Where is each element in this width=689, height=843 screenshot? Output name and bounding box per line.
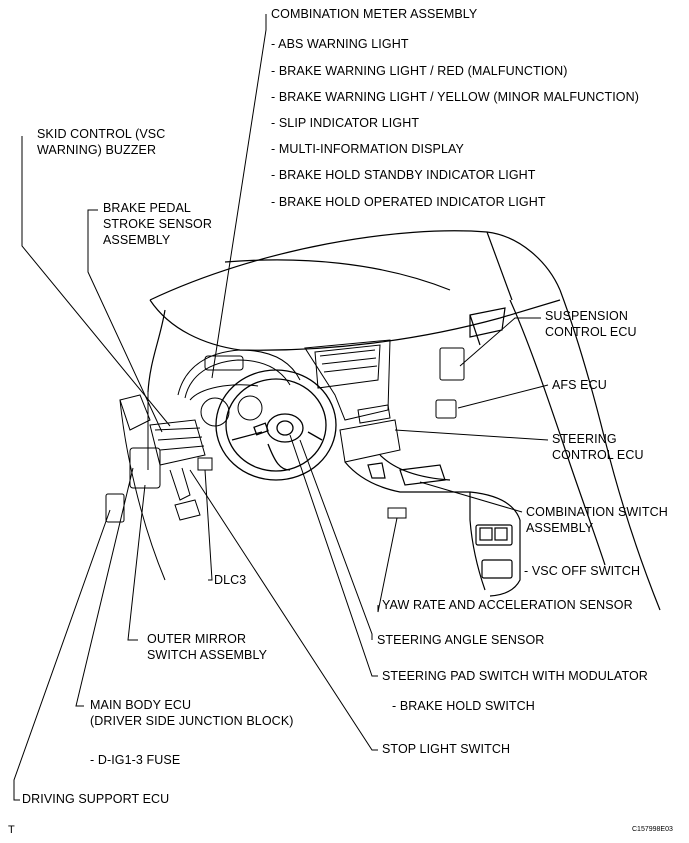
label-steering-pad-switch: STEERING PAD SWITCH WITH MODULATOR bbox=[382, 669, 648, 683]
leader-afs bbox=[457, 384, 549, 409]
label-outer-mirror-line2: SWITCH ASSEMBLY bbox=[147, 648, 268, 662]
label-brake-pedal-line2: STROKE SENSOR bbox=[103, 217, 212, 231]
label-brake-pedal-line3: ASSEMBLY bbox=[103, 233, 171, 247]
label-combination-switch-line1: COMBINATION SWITCH bbox=[526, 505, 668, 519]
leader-stop-light bbox=[189, 469, 378, 751]
leader-combination-meter bbox=[211, 14, 267, 379]
label-dlc3: DLC3 bbox=[214, 573, 247, 587]
label-afs-ecu: AFS ECU bbox=[552, 378, 607, 392]
figure-code: C157998E03 bbox=[632, 826, 673, 833]
center-stack bbox=[304, 339, 401, 463]
leader-dlc3 bbox=[204, 469, 213, 581]
label-brake-warning-red: - BRAKE WARNING LIGHT / RED (MALFUNCTION… bbox=[271, 64, 568, 78]
label-combination-switch-line2: ASSEMBLY bbox=[526, 521, 594, 535]
corner-mark: T bbox=[8, 824, 15, 836]
dlc3-box bbox=[197, 457, 213, 471]
label-steering-control-line2: CONTROL ECU bbox=[552, 448, 644, 462]
label-brake-hold-operated: - BRAKE HOLD OPERATED INDICATOR LIGHT bbox=[271, 195, 546, 209]
leader-skid-buzzer bbox=[21, 136, 171, 427]
leader-outer-mirror bbox=[127, 484, 146, 641]
label-slip-indicator: - SLIP INDICATOR LIGHT bbox=[271, 116, 420, 130]
label-yaw-rate-sensor: YAW RATE AND ACCELERATION SENSOR bbox=[382, 598, 633, 612]
driving-support-ecu-box bbox=[105, 493, 125, 523]
yaw-rate-sensor-box bbox=[387, 507, 407, 519]
label-outer-mirror-line1: OUTER MIRROR bbox=[147, 632, 247, 646]
leader-brake-pedal bbox=[87, 209, 163, 433]
label-skid-control-line1: SKID CONTROL (VSC bbox=[37, 127, 166, 141]
dashboard-outline bbox=[147, 230, 661, 611]
leader-driving-support bbox=[13, 509, 111, 801]
left-dash-components bbox=[119, 392, 206, 581]
leader-steering-control bbox=[394, 429, 549, 441]
center-console bbox=[344, 454, 521, 597]
leader-steering-angle bbox=[299, 439, 373, 640]
steering-wheel bbox=[215, 369, 337, 481]
label-brake-warning-yellow: - BRAKE WARNING LIGHT / YELLOW (MINOR MA… bbox=[271, 90, 639, 104]
afs-ecu-box bbox=[435, 399, 457, 419]
leader-steering-pad bbox=[289, 434, 378, 677]
label-brake-hold-standby: - BRAKE HOLD STANDBY INDICATOR LIGHT bbox=[271, 168, 536, 182]
label-brake-hold-switch: - BRAKE HOLD SWITCH bbox=[392, 699, 535, 713]
label-dig-fuse: - D-IG1-3 FUSE bbox=[90, 753, 181, 767]
label-suspension-line1: SUSPENSION bbox=[545, 309, 628, 323]
label-combination-meter: COMBINATION METER ASSEMBLY bbox=[271, 7, 478, 21]
leader-lines bbox=[13, 14, 549, 801]
leader-yaw-rate bbox=[377, 517, 398, 613]
label-abs-warning-light: - ABS WARNING LIGHT bbox=[271, 37, 409, 51]
label-skid-control-line2: WARNING) BUZZER bbox=[37, 143, 157, 157]
leader-suspension bbox=[459, 317, 541, 367]
label-suspension-line2: CONTROL ECU bbox=[545, 325, 637, 339]
suspension-ecu-box bbox=[439, 347, 465, 381]
label-driving-support-ecu: DRIVING SUPPORT ECU bbox=[22, 792, 170, 806]
leader-main-body bbox=[75, 467, 134, 707]
leader-combination-switch bbox=[419, 481, 523, 513]
label-vsc-off-switch: - VSC OFF SWITCH bbox=[524, 564, 641, 578]
label-stop-light-switch: STOP LIGHT SWITCH bbox=[382, 742, 511, 756]
label-steering-angle-sensor: STEERING ANGLE SENSOR bbox=[377, 633, 545, 647]
label-multi-info-display: - MULTI-INFORMATION DISPLAY bbox=[271, 142, 464, 156]
label-main-body-ecu-line1: MAIN BODY ECU bbox=[90, 698, 192, 712]
label-brake-pedal-line1: BRAKE PEDAL bbox=[103, 201, 191, 215]
label-main-body-ecu-line2: (DRIVER SIDE JUNCTION BLOCK) bbox=[90, 714, 294, 728]
label-steering-control-line1: STEERING bbox=[552, 432, 617, 446]
